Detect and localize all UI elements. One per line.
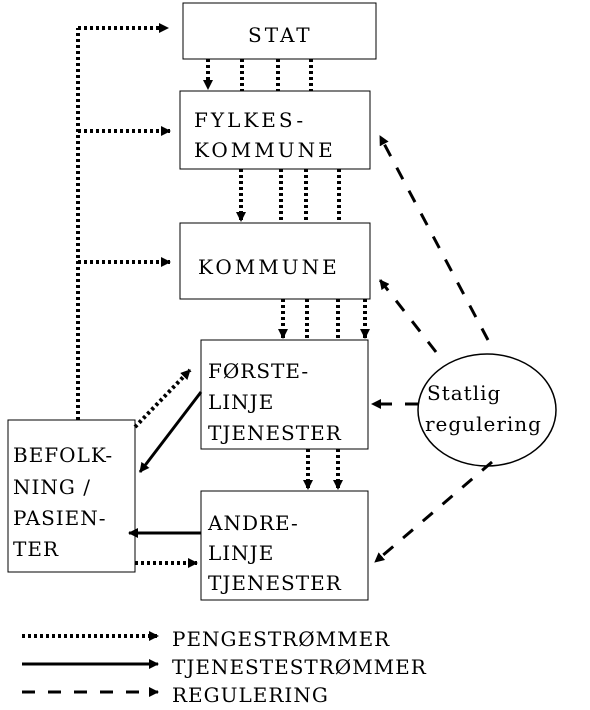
regulation-flows [371, 135, 493, 564]
andrelinje-label-line3: TJENESTER [208, 571, 342, 595]
money-flows [76, 23, 370, 568]
regulation-to-fylkeskommune [378, 135, 490, 341]
befolkning-label-line3: PASIEN- [13, 506, 107, 530]
statlig-regulering-label-line1: Statlig [427, 381, 501, 405]
andrelinje-label-line2: LINJE [208, 541, 274, 565]
andrelinje-node: ANDRE- LINJE TJENESTER [200, 490, 369, 601]
legend-service-label: TJENESTESTRØMMER [172, 655, 427, 679]
stat-label: STAT [248, 23, 313, 47]
befolkning-label-line1: BEFOLK- [13, 443, 113, 467]
kommune-label: KOMMUNE [198, 255, 340, 279]
statlig-regulering-label-line2: regulering [425, 412, 542, 436]
forstelinje-label-line1: FØRSTE- [208, 359, 309, 383]
forstelinje-label-line3: TJENESTER [208, 421, 342, 445]
fylkeskommune-node: FYLKES- KOMMUNE [179, 90, 371, 170]
andrelinje-label-line1: ANDRE- [207, 511, 299, 535]
befolkning-node: BEFOLK- NING / PASIEN- TER [7, 419, 136, 573]
fylkeskommune-label-line2: KOMMUNE [194, 138, 336, 162]
regulation-to-andrelinje [374, 460, 493, 564]
forstelinje-label-line2: LINJE [208, 390, 274, 414]
fylkeskommune-label-line1: FYLKES- [194, 108, 306, 132]
statlig-regulering-node: Statlig regulering [417, 353, 557, 467]
forstelinje-node: FØRSTE- LINJE TJENESTER [200, 339, 369, 450]
legend: PENGESTRØMMER TJENESTESTRØMMER REGULERIN… [22, 627, 427, 707]
kommune-node: KOMMUNE [179, 222, 371, 300]
service-forste-to-befolkning [138, 391, 203, 473]
befolkning-label-line4: TER [13, 537, 59, 561]
legend-money-label: PENGESTRØMMER [172, 627, 390, 651]
regulation-to-kommune [378, 279, 438, 353]
stat-node: STAT [182, 2, 377, 60]
money-befolkning-to-forste [133, 368, 192, 429]
legend-regulation-label: REGULERING [172, 683, 329, 707]
befolkning-label-line2: NING / [13, 475, 91, 499]
service-flows [128, 391, 203, 538]
